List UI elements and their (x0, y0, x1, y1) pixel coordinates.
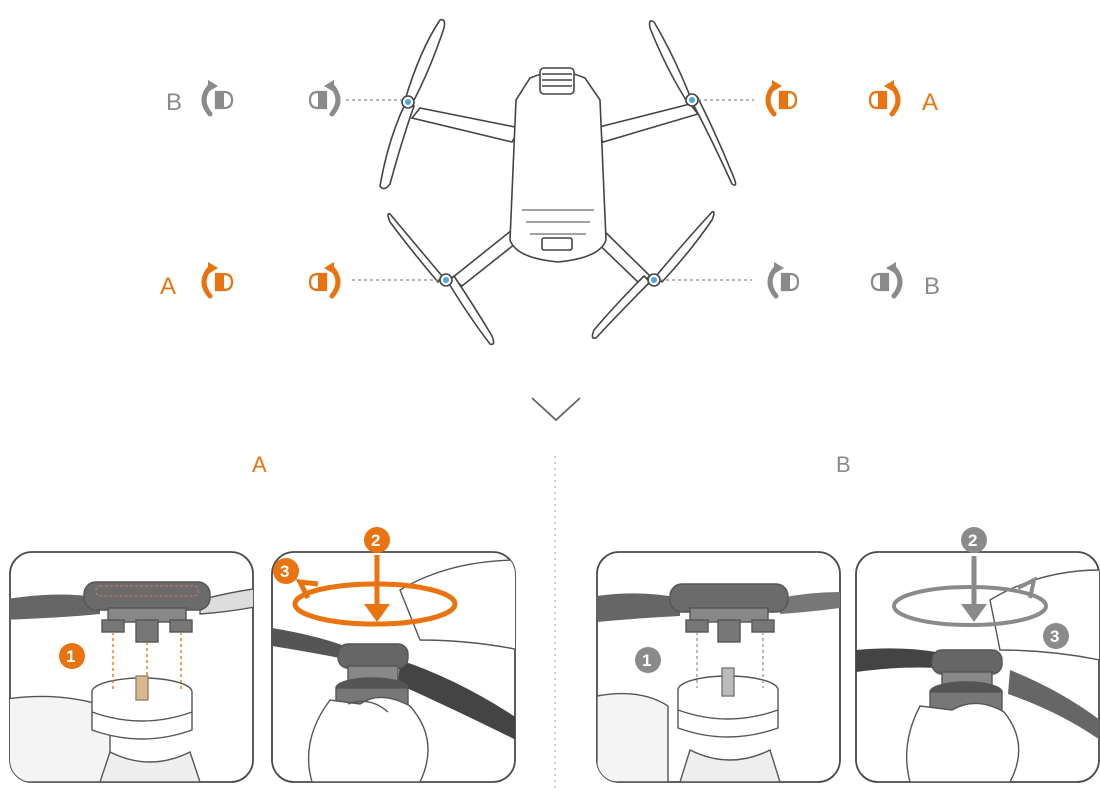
panel-a-step-1: 1 (9, 551, 254, 783)
rotation-icon-front-right-cw (868, 80, 901, 117)
drone-top-view (379, 18, 737, 346)
rotation-icon-rear-left-ccw (201, 262, 234, 299)
panel-a-step-2: 2 3 (271, 527, 516, 783)
chevron-down-icon (531, 397, 581, 422)
svg-text:2: 2 (968, 531, 977, 550)
rotation-icon-front-left-ccw (201, 80, 234, 117)
motor-marker-rear-left (443, 277, 449, 283)
label-front-left: B (166, 89, 182, 116)
svg-text:1: 1 (642, 651, 651, 670)
svg-text:2: 2 (371, 531, 380, 550)
label-rear-left: A (160, 273, 176, 300)
svg-text:1: 1 (66, 647, 75, 666)
label-rear-right: B (924, 273, 940, 300)
propeller-front-left (379, 18, 446, 190)
step-marker-a1 (59, 643, 85, 669)
motor-marker-front-right (689, 97, 695, 103)
step-marker-b1 (635, 647, 661, 673)
label-front-right: A (922, 89, 938, 116)
section-b-title: B (836, 452, 851, 477)
drone-camera (539, 67, 575, 95)
propeller-front-right (648, 20, 737, 186)
arm-front-right (593, 103, 700, 143)
panel-b-step-1: 1 (596, 551, 841, 783)
arm-front-left (410, 107, 522, 143)
rotation-icon-front-left-cw (308, 80, 341, 117)
step-marker-a3 (273, 558, 299, 584)
step-marker-b2 (961, 527, 987, 553)
step-marker-a2 (364, 527, 390, 553)
panel-b-step-2: 2 3 (855, 527, 1100, 783)
propeller-rear-left (387, 212, 495, 346)
section-a-title: A (252, 452, 267, 477)
svg-text:3: 3 (280, 562, 289, 581)
rotate-arrow-b (892, 585, 1048, 627)
rotation-icon-rear-right-cw (870, 262, 903, 299)
propeller-rear-right (591, 210, 715, 340)
step-marker-b3 (1043, 623, 1069, 649)
rotation-icon-rear-left-cw (308, 262, 341, 299)
motor-marker-rear-right (651, 277, 657, 283)
motor-marker-front-left (405, 99, 411, 105)
svg-text:3: 3 (1050, 627, 1059, 646)
rotation-icon-rear-right-ccw (767, 262, 800, 299)
rotation-icon-front-right-ccw (765, 80, 798, 117)
